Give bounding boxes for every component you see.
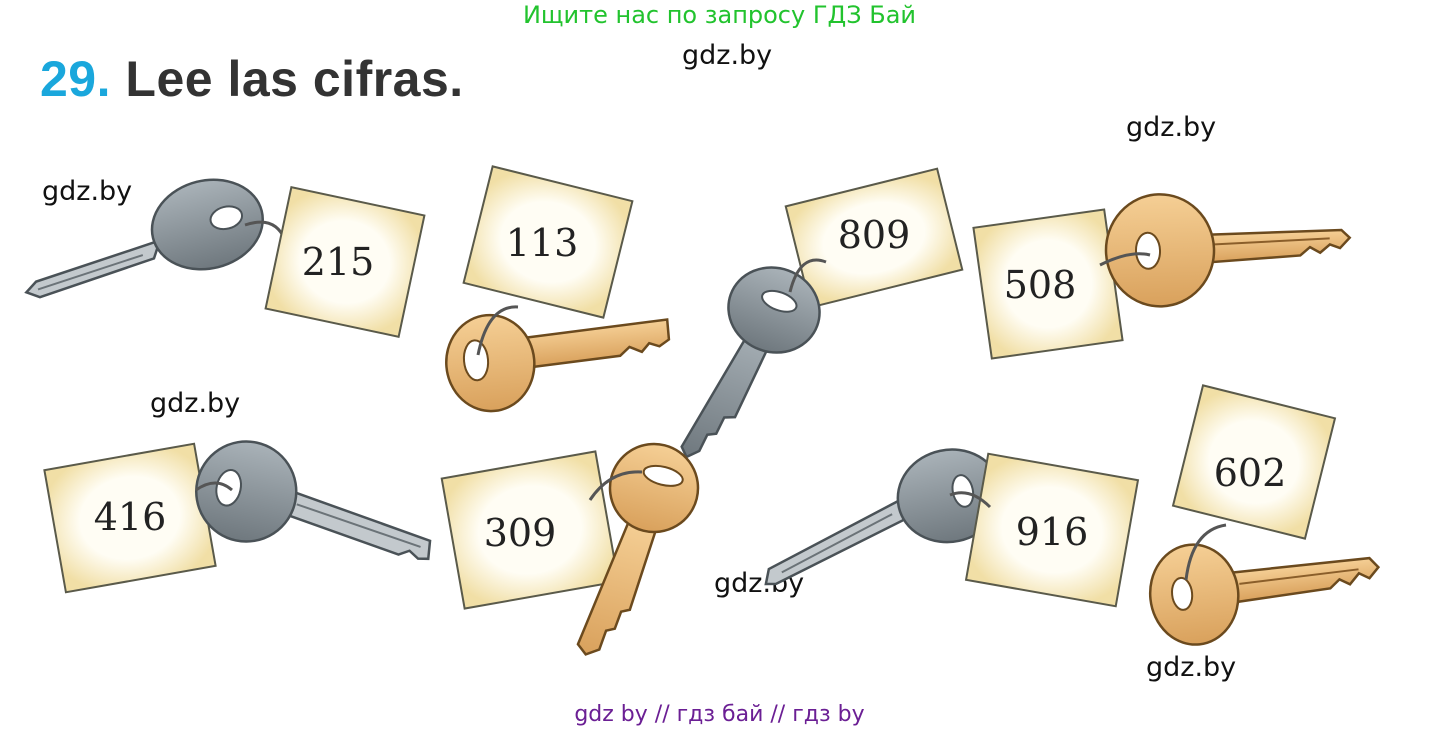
key-916: 916: [764, 448, 1140, 608]
tag-number: 916: [1016, 510, 1089, 554]
tag-number: 602: [1214, 451, 1287, 495]
watermark: gdz.by: [42, 176, 133, 207]
watermark: gdz.by: [1146, 652, 1237, 683]
tag-number: 215: [302, 240, 375, 284]
watermark: gdz.by: [150, 388, 241, 419]
key-508: 508: [972, 193, 1352, 360]
key-113: 113: [445, 165, 671, 413]
key-809: 809: [680, 167, 964, 459]
exercise-title: 29. Lee las cifras.: [40, 50, 464, 108]
tag-number: 809: [838, 213, 911, 257]
key-416: 416: [43, 440, 432, 594]
key-215: 215: [24, 178, 426, 338]
key-602: 602: [1148, 384, 1381, 646]
tag-number: 416: [94, 495, 167, 539]
exercise-number: 29.: [40, 51, 112, 107]
watermark: gdz.by: [1126, 112, 1217, 143]
exercise-instruction: Lee las cifras.: [125, 51, 464, 107]
tag-number: 113: [506, 221, 579, 265]
key-309: 309: [440, 442, 700, 656]
tag-number: 508: [1004, 263, 1077, 307]
tag-number: 309: [484, 511, 557, 555]
watermark: gdz.by: [682, 40, 773, 71]
footer-watermark: gdz by // гдз бай // гдз by: [574, 702, 865, 727]
top-banner: Ищите нас по запросу ГДЗ Бай: [522, 1, 917, 29]
